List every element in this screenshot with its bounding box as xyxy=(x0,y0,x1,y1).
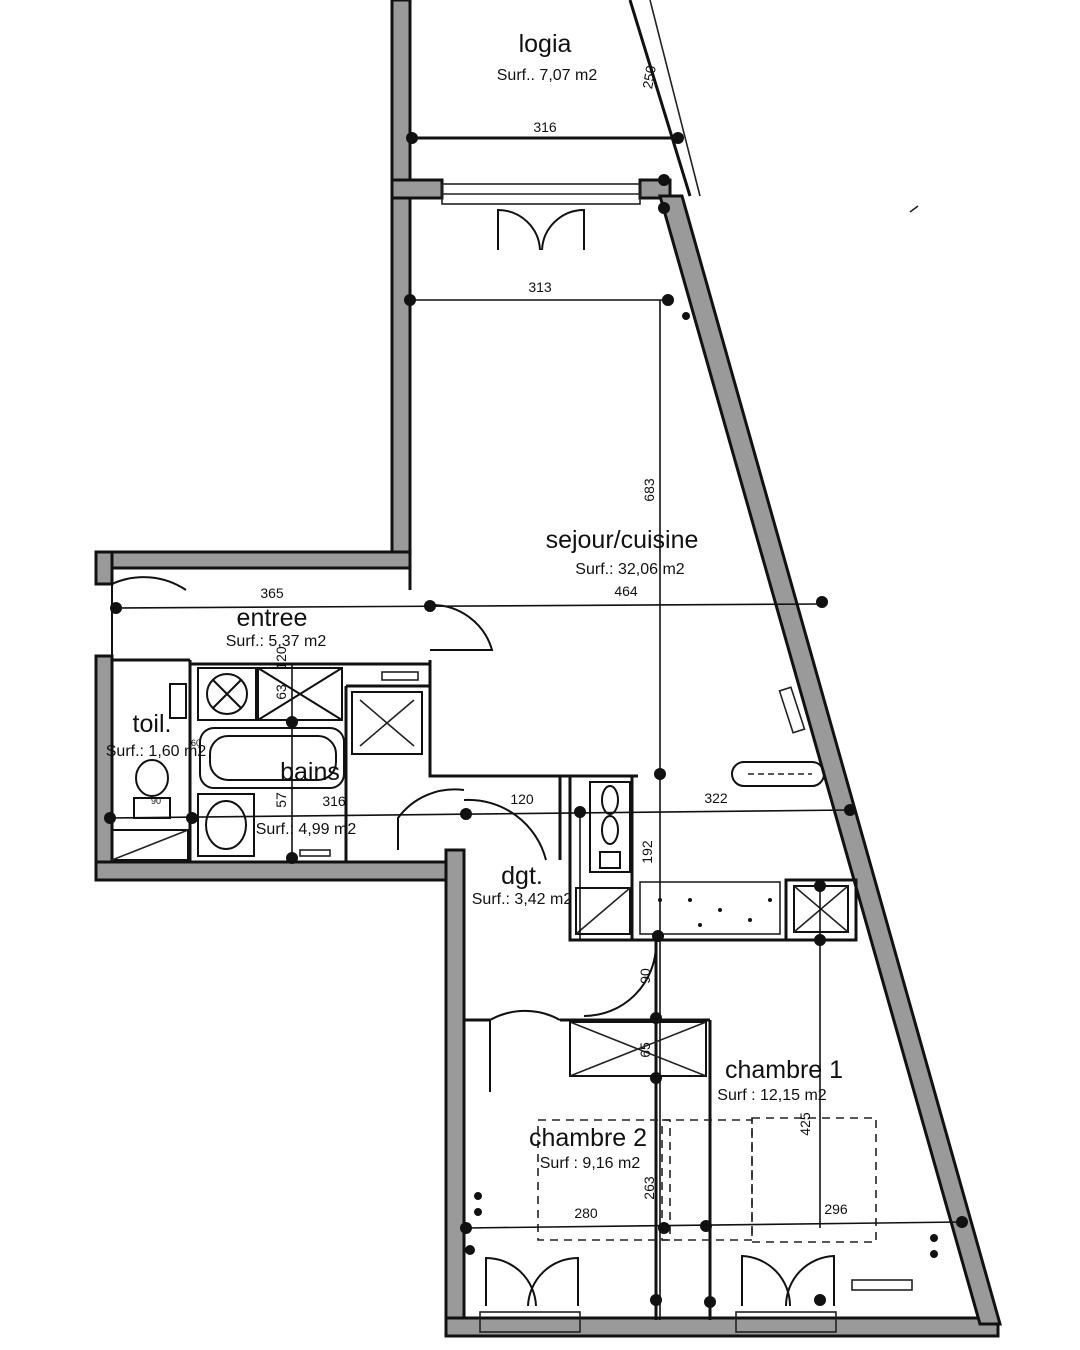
room-surface-entree: Surf.: 5,37 m2 xyxy=(226,633,327,650)
logia-bottom-wall-left xyxy=(390,178,444,200)
sejour-door xyxy=(429,603,494,651)
dim-kitchen-depth: 192 xyxy=(639,840,655,864)
dimension-lines xyxy=(109,299,963,1320)
dim-chambre1-height: 425 xyxy=(797,1112,813,1136)
dim-toil: 60 xyxy=(191,738,201,748)
sejour-radiator-icon xyxy=(731,761,825,787)
dimension-dots xyxy=(104,132,968,1308)
kitchen-sink-icon xyxy=(589,781,631,873)
dim-dgt-width: 120 xyxy=(510,791,534,807)
dim-sejour-width: 313 xyxy=(528,279,552,295)
chambre1-window-door-left xyxy=(741,1254,792,1307)
wardrobe-icon xyxy=(569,1021,707,1077)
dim-entree-width: 365 xyxy=(260,585,284,601)
room-name-toil: toil. xyxy=(133,710,172,738)
bains-cupboard-icon xyxy=(257,667,343,721)
chambre2-window-door-right xyxy=(527,1256,579,1307)
bed-chambre1-icon xyxy=(751,1117,877,1243)
room-surface-chambre2: Surf : 9,16 m2 xyxy=(540,1155,641,1172)
toilet-icon xyxy=(135,759,169,797)
room-surface-bains: Surf.: 4,99 m2 xyxy=(256,821,357,838)
chambre1-door xyxy=(583,943,657,1017)
dgt-door xyxy=(463,798,547,861)
dim-placard-height: 65 xyxy=(637,1042,653,1058)
entry-door xyxy=(111,576,187,660)
dim-logia-angle: 250 xyxy=(639,64,659,90)
room-labels: logia Surf.. 7,07 m2 sejour/cuisine Surf… xyxy=(106,30,843,1172)
dim-chambre2-height: 263 xyxy=(641,1176,657,1200)
entree-top-wall xyxy=(94,550,412,570)
bathtub-icon xyxy=(199,727,345,789)
bains-bottom-wall xyxy=(94,860,450,882)
room-name-entree: entree xyxy=(237,604,308,632)
kitchen-counter-icon xyxy=(639,881,781,935)
logia-edges xyxy=(412,0,701,197)
bains-door xyxy=(397,788,465,850)
washing-machine-icon xyxy=(197,667,257,721)
interior-partitions xyxy=(112,568,858,1320)
entree-left-wall-top xyxy=(94,550,114,586)
chambre2-window-door-left xyxy=(485,1256,537,1307)
room-name-logia: logia xyxy=(519,30,572,58)
logia-french-door xyxy=(497,208,585,251)
room-name-dgt: dgt. xyxy=(501,862,543,890)
room-surface-dgt: Surf.: 3,42 m2 xyxy=(472,891,573,908)
bains-sink-icon xyxy=(197,793,255,857)
toil-washbasin-icon xyxy=(169,683,187,719)
dim-logia-width: 316 xyxy=(533,119,557,135)
room-surface-sejour: Surf.: 32,06 m2 xyxy=(575,561,684,578)
dim-bains-h3: 57 xyxy=(273,792,289,808)
dim-chambre1-width: 296 xyxy=(824,1201,848,1217)
chambre2-left-wall xyxy=(444,848,466,1338)
slanted-facade-wall xyxy=(658,194,1002,1326)
dim-wc: 90 xyxy=(151,796,161,806)
exterior-walls xyxy=(94,0,1002,1338)
room-name-bains: bains xyxy=(280,758,340,786)
dim-kitchen-width: 322 xyxy=(704,790,728,806)
bottom-windows xyxy=(479,1279,913,1333)
dim-bains-width: 316 xyxy=(322,793,346,809)
bottom-facade-wall xyxy=(444,1316,1000,1338)
radiator-icon xyxy=(778,686,806,734)
dimension-labels: 316 250 313 683 365 464 316 120 322 192 … xyxy=(151,64,848,1221)
dim-bains-h1: 120 xyxy=(273,646,289,670)
room-surface-chambre1: Surf : 12,15 m2 xyxy=(717,1087,826,1104)
logia-left-wall xyxy=(390,0,412,562)
dim-sejour-span: 464 xyxy=(614,583,638,599)
logia-window xyxy=(441,183,641,205)
dim-bains-h2: 63 xyxy=(273,684,289,700)
dim-chambre2-width: 280 xyxy=(574,1205,598,1221)
chambre2-door xyxy=(489,1009,561,1092)
toil-left-wall xyxy=(94,654,114,882)
room-name-chambre2: chambre 2 xyxy=(529,1124,647,1152)
room-surface-logia: Surf.. 7,07 m2 xyxy=(497,67,598,84)
boiler-icon xyxy=(351,691,423,755)
room-surface-toil: Surf.: 1,60 m2 xyxy=(106,743,207,760)
dim-sejour-height: 683 xyxy=(641,478,657,502)
room-name-chambre1: chambre 1 xyxy=(725,1056,843,1084)
fixtures xyxy=(111,667,877,1243)
room-name-sejour: sejour/cuisine xyxy=(546,526,699,554)
fridge-icon xyxy=(575,887,631,935)
chambre1-window-door-right xyxy=(784,1254,835,1307)
dim-placard-depth: 90 xyxy=(637,968,653,984)
north-mark xyxy=(909,205,919,213)
